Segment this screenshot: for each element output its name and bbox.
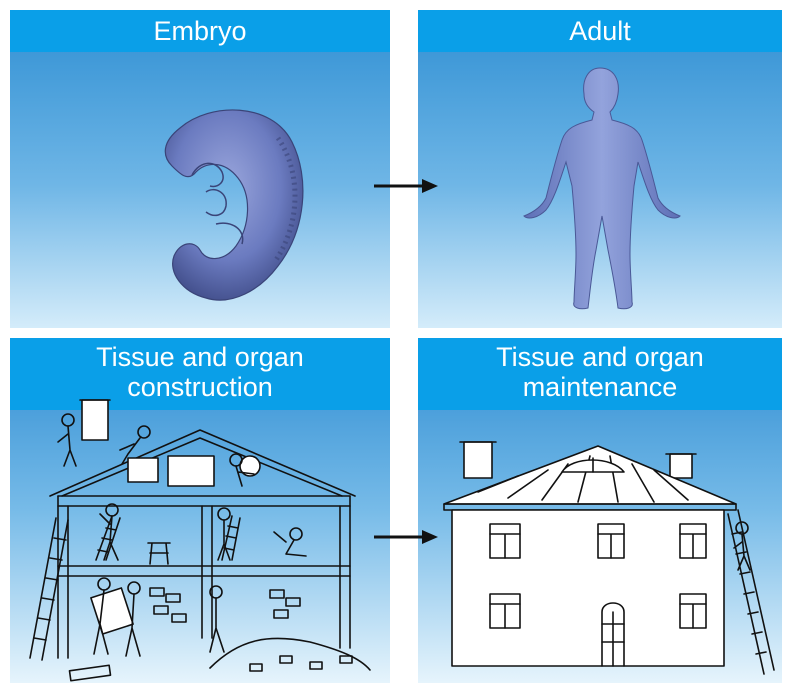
construction-panel: Tissue and organ construction <box>10 338 390 683</box>
top-arrow-icon <box>370 176 440 196</box>
maintenance-panel: Tissue and organ maintenance <box>418 338 782 683</box>
embryo-illustration <box>10 10 390 328</box>
worker-figures <box>58 414 306 656</box>
maintenance-illustration <box>418 338 782 683</box>
bottom-arrow-icon <box>370 527 440 547</box>
adult-illustration <box>418 10 782 328</box>
embryo-panel: Embryo <box>10 10 390 328</box>
adult-panel: Adult <box>418 10 782 328</box>
construction-illustration <box>10 338 390 683</box>
